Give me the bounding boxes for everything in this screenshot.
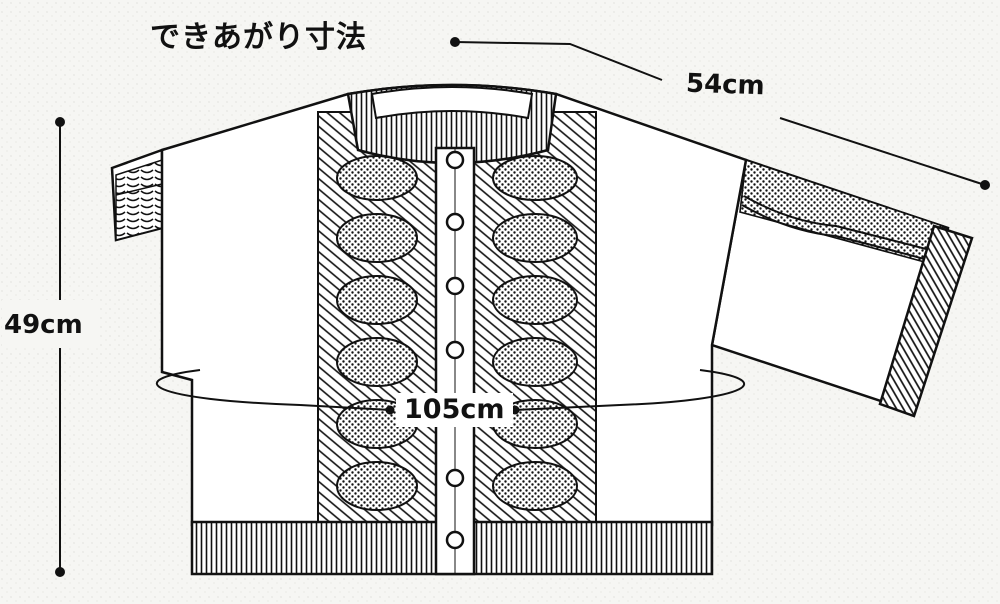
right-sleeve xyxy=(710,158,974,418)
chest-measurement: 105cm xyxy=(396,393,513,427)
height-measure-line xyxy=(2,117,98,577)
cardigan-body xyxy=(160,83,748,576)
height-measurement: 49cm xyxy=(4,310,83,340)
sleeve-measure-line xyxy=(450,37,990,190)
chest-measure-loop xyxy=(155,369,746,415)
diagram-title: できあがり寸法 xyxy=(150,20,367,55)
sleeve-measurement: 54cm xyxy=(685,68,766,102)
